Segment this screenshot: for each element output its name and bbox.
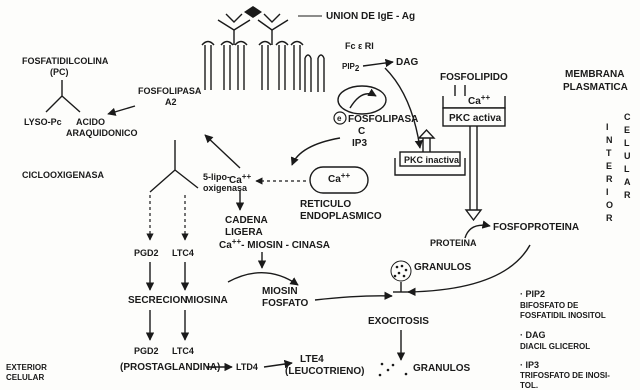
ige-receptor-right: [258, 14, 303, 90]
fosfolipasa-a2-line2: A2: [165, 97, 177, 107]
svg-text:E: E: [606, 161, 612, 171]
svg-text:R: R: [606, 213, 613, 223]
exterior-line1: EXTERIOR: [6, 363, 47, 372]
svg-text:U: U: [624, 151, 631, 161]
legend-ip3-desc2: TOL.: [520, 381, 538, 390]
svg-text:L: L: [624, 138, 630, 148]
svg-text:R: R: [624, 190, 631, 200]
miosina-phosphorylation-arrow: [228, 273, 298, 285]
fosfolipasa-c-line2: C: [358, 126, 365, 137]
reticulo-line2: ENDOPLASMICO: [300, 211, 382, 222]
pip2-label: PIP2: [342, 62, 360, 73]
plc-oval: [338, 86, 386, 114]
leucotrieno-label: (LEUCOTRIENO): [285, 366, 364, 377]
fosfolipasa-a2-line1: FOSFOLIPASA: [138, 86, 202, 96]
exterior-line2: CELULAR: [6, 373, 44, 382]
cadena-line1: CADENA: [225, 215, 268, 226]
fosfolipasa-c-line1: FOSFOLIPASA: [348, 114, 418, 125]
legend-pip2-desc1: BIFOSFATO DE: [520, 301, 579, 310]
svg-text:C: C: [624, 112, 631, 122]
dag-label: DAG: [396, 57, 418, 68]
svg-text:T: T: [606, 148, 612, 158]
miosin-fosfato-line2: FOSFATO: [262, 298, 309, 309]
proteina-to-fosfo-arrow: [465, 225, 490, 238]
union-label: UNION DE IgE - Ag: [326, 11, 415, 22]
ltc4-upper: LTC4: [172, 248, 194, 258]
antigen-bridge: [244, 6, 262, 18]
svg-text:L: L: [624, 164, 630, 174]
pkc-inactiva-arrowhead: [419, 130, 434, 138]
plc-cycle-arrow: [350, 94, 376, 108]
granulos-bottom-label: GRANULOS: [413, 363, 471, 374]
miosin-fosfato-line1: MIOSIN: [262, 286, 298, 297]
acid-split-lines: [150, 140, 198, 192]
pgd2-upper: PGD2: [134, 248, 159, 258]
svg-text:I: I: [606, 122, 609, 132]
proteina-label: PROTEINA: [430, 238, 477, 248]
legend-ip3-abbr: · IP3: [520, 360, 539, 370]
secrecion-label: SECRECION: [128, 295, 187, 306]
lipo-line1: 5-lipo-: [203, 172, 230, 182]
ca-to-pla2-arrow: [205, 135, 240, 168]
cadena-line2: LIGERA: [225, 227, 263, 238]
legend-pip2-desc2: FOSFATIDIL INOSITOL: [520, 311, 606, 320]
svg-text:I: I: [606, 187, 609, 197]
legend-pip2-abbr: · PIP2: [520, 289, 545, 299]
dag-to-pkc-arrow: [385, 68, 420, 148]
released-granules-dots: [379, 363, 408, 377]
pkc-inactiva-label: PKC inactiva: [404, 155, 460, 165]
prostaglandina-label: (PROSTAGLANDINA): [120, 362, 220, 373]
pip2-to-dag-arrow: [363, 62, 393, 66]
ca-pkc-label: Ca++: [468, 93, 490, 107]
svg-text:E: E: [624, 125, 630, 135]
granules-cluster-icon: [391, 261, 411, 281]
membrana-line2: PLASMATICA: [563, 82, 628, 93]
pgd2-lower: PGD2: [134, 346, 159, 356]
pc-label: (PC): [50, 67, 69, 77]
fosfato-to-exocitosis-arrow: [315, 296, 392, 300]
ltd4-label: LTD4: [236, 362, 258, 372]
pkc-double-stem: [470, 126, 477, 210]
ige-receptor-left: [202, 14, 250, 90]
fosfolipido-stem: [455, 85, 465, 96]
miosin-cinasa-label: Ca++- MIOSIN - CINASA: [219, 237, 330, 251]
svg-text:A: A: [624, 177, 631, 187]
lte4-label: LTE4: [300, 354, 324, 365]
fosfatidilcolina-label: FOSFATIDILCOLINA: [22, 56, 109, 66]
pkc-inactiva-stem: [423, 138, 430, 152]
ca-free-label: Ca++: [229, 172, 251, 186]
reticulo-line1: RETICULO: [300, 199, 351, 210]
ciclooxigenasa-label: CICLOOXIGENASA: [22, 170, 105, 180]
svg-text:N: N: [606, 135, 613, 145]
abbreviation-legend: · PIP2 BIFOSFATO DE FOSFATIDIL INOSITOL …: [520, 289, 610, 390]
pkc-open-arrowhead: [466, 210, 481, 220]
lyso-pc-label: LYSO-Pc: [24, 117, 62, 127]
miosina-label: MIOSINA: [185, 295, 228, 306]
svg-text:R: R: [606, 174, 613, 184]
legend-ip3-desc1: TRIFOSFATO DE INOSI-: [520, 371, 610, 380]
exocitosis-label: EXOCITOSIS: [368, 316, 429, 327]
legend-dag-abbr: · DAG: [520, 330, 546, 340]
interior-celular-vertical: I N T E R I O R C E L U L A R: [606, 112, 631, 223]
pc-split-lines: [46, 80, 80, 112]
svg-text:O: O: [606, 200, 613, 210]
ltc4-lower: LTC4: [172, 346, 194, 356]
ip3-label: IP3: [352, 138, 367, 149]
acido-line1: ACIDO: [76, 117, 105, 127]
ip3-to-er-arrow: [292, 138, 340, 165]
fosfolipido-label: FOSFOLIPIDO: [440, 72, 508, 83]
granulos-top-label: GRANULOS: [414, 262, 472, 273]
acido-line2: ARAQUIDONICO: [66, 128, 138, 138]
fc-receptor-loops: [305, 55, 324, 58]
fosfoproteina-label: FOSFOPROTEINA: [493, 222, 579, 233]
pkc-activa-label: PKC activa: [449, 113, 502, 124]
fc-receptor-chains: [305, 58, 324, 92]
pla2-arrow: [108, 106, 135, 114]
fc-receptor-label: Fc ε RI: [345, 41, 374, 51]
legend-dag-desc1: DIACIL GLICEROL: [520, 342, 590, 351]
plc-anchor-glyph: e: [337, 114, 342, 123]
membrana-line1: MEMBRANA: [565, 69, 624, 80]
